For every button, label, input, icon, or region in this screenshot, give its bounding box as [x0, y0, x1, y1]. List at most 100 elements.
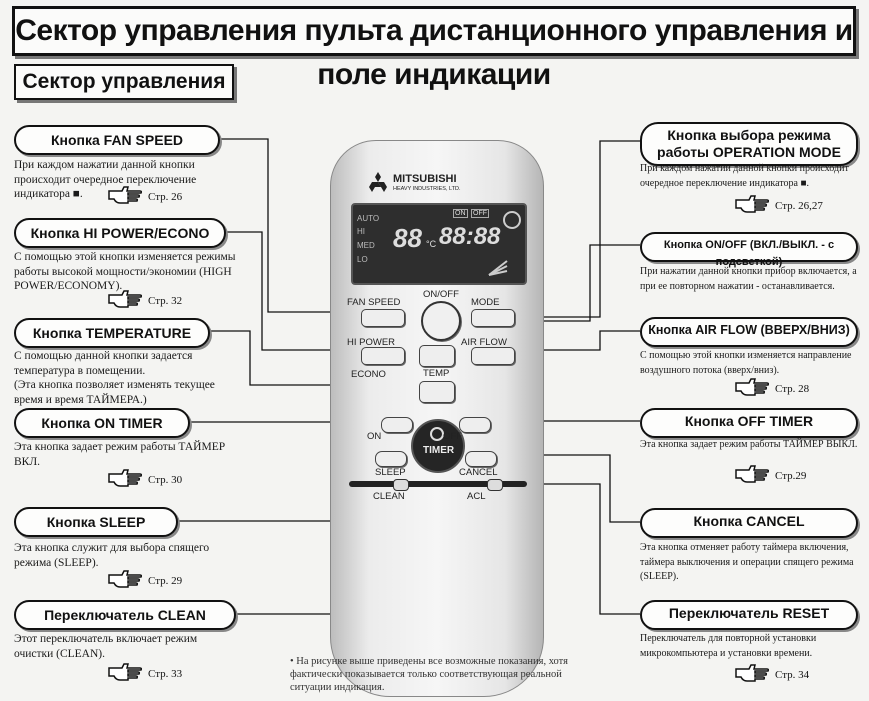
air-flow-description-text: С помощью этой кнопки изменяется направл…	[640, 350, 852, 376]
lcd-display: AUTO HI MED LO 88 °C 88:88 ON OFF	[351, 203, 527, 285]
off-timer-description: Эта кнопка задает режим работы ТАЙМЕР ВЫ…	[640, 438, 858, 453]
hi-power-econo-description-text: С помощью этой кнопки изменяется режимы …	[14, 251, 236, 292]
clean-description-text: Этот переключатель включает режим очистк…	[14, 633, 198, 660]
pointing-hand-icon	[108, 569, 143, 592]
switch-bar	[349, 481, 527, 487]
off-timer-heading: Кнопка OFF TIMER	[640, 408, 858, 438]
reset-description-text: Переключатель для повторной установки ми…	[640, 633, 817, 659]
temperature-description-note: (Эта кнопка позволяет изменять текущее в…	[14, 379, 215, 406]
clean-switch[interactable]	[393, 479, 409, 491]
off-timer-button[interactable]	[459, 417, 491, 433]
clock-icon	[430, 427, 444, 441]
on-off-heading: Кнопка ON/OFF (ВКЛ./ВЫКЛ. - с подсветкой…	[640, 232, 858, 268]
air-flow-description: С помощью этой кнопки изменяется направл…	[640, 349, 858, 378]
page-ref-text: Стр. 32	[148, 294, 183, 307]
hi-power-econo-page-ref: Стр. 32	[108, 289, 182, 312]
on-timer-label: ON	[367, 431, 382, 442]
airflow-fan-icon	[487, 257, 509, 277]
mitsubishi-logo-icon	[367, 171, 389, 193]
on-timer-description: Эта кнопка задает режим работы ТАЙМЕР ВК…	[14, 440, 236, 469]
lcd-mode-lo: LO	[357, 255, 368, 264]
onoff-button[interactable]	[421, 301, 461, 341]
fan-speed-description: При каждом нажатии данной кнопки происхо…	[14, 158, 236, 202]
page-ref-text: Стр.29	[775, 469, 807, 482]
footnote: • На рисунке выше приведены все возможны…	[290, 656, 568, 693]
reset-description: Переключатель для повторной установки ми…	[640, 632, 858, 661]
air-flow-heading: Кнопка AIR FLOW (ВВЕРХ/ВНИЗ)	[640, 317, 858, 347]
temperature-description: С помощью данной кнопки задается темпера…	[14, 349, 236, 407]
on-timer-heading: Кнопка ON TIMER	[14, 408, 190, 438]
operation-mode-heading: Кнопка выбора режима работы OPERATION MO…	[640, 122, 858, 166]
hi-power-econo-button[interactable]	[361, 347, 405, 365]
lcd-mode-auto: AUTO	[357, 214, 380, 223]
operation-mode-description-text: При каждом нажатии данной кнопки происхо…	[640, 163, 849, 189]
reset-switch[interactable]	[487, 479, 503, 491]
air-flow-button[interactable]	[471, 347, 515, 365]
pointing-hand-icon	[108, 289, 143, 312]
sleep-page-ref: Стр. 29	[108, 569, 182, 592]
lcd-temp-unit: °C	[426, 239, 437, 249]
fan-speed-page-ref: Стр. 26	[108, 185, 182, 208]
timer-dial[interactable]: TIMER	[411, 419, 465, 473]
brand-subtitle: HEAVY INDUSTRIES, LTD.	[393, 186, 461, 192]
page-ref-text: Стр. 28	[775, 382, 810, 395]
off-timer-description-text: Эта кнопка задает режим работы ТАЙМЕР ВЫ…	[640, 439, 858, 450]
on-timer-description-text: Эта кнопка задает режим работы ТАЙМЕР ВК…	[14, 441, 226, 468]
fan-speed-heading: Кнопка FAN SPEED	[14, 125, 220, 155]
pointing-hand-icon	[735, 663, 770, 686]
cancel-description-text: Эта кнопка отменяет работу таймера включ…	[640, 542, 854, 582]
mode-label: MODE	[471, 297, 500, 308]
pointing-hand-icon	[735, 194, 770, 217]
page-ref-text: Стр. 29	[148, 574, 183, 587]
mode-button[interactable]	[471, 309, 515, 327]
pointing-hand-icon	[108, 662, 143, 685]
air-flow-page-ref: Стр. 28	[735, 377, 809, 400]
hi-power-econo-description: С помощью этой кнопки изменяется режимы …	[14, 250, 236, 294]
cancel-heading: Кнопка CANCEL	[640, 508, 858, 538]
hi-power-label: HI POWER	[347, 337, 396, 348]
temp-label: TEMP	[423, 368, 450, 379]
off-timer-page-ref: Стр.29	[735, 464, 806, 487]
page-ref-text: Стр. 26	[148, 190, 183, 203]
page-ref-text: Стр. 30	[148, 473, 183, 486]
on-off-description-text: При нажатии данной кнопки прибор включае…	[640, 266, 857, 292]
pointing-hand-icon	[108, 185, 143, 208]
onoff-label: ON/OFF	[423, 289, 459, 300]
lcd-off-indicator: OFF	[471, 209, 489, 218]
reset-heading: Переключатель RESET	[640, 600, 858, 630]
air-flow-label: AIR FLOW	[461, 337, 507, 348]
operation-mode-page-ref: Стр. 26,27	[735, 194, 823, 217]
sleep-heading: Кнопка SLEEP	[14, 507, 178, 537]
lcd-on-indicator: ON	[453, 209, 468, 218]
lcd-mode-icon	[503, 211, 521, 229]
on-off-description: При нажатии данной кнопки прибор включае…	[640, 265, 858, 294]
acl-label: ACL	[467, 491, 486, 502]
fan-speed-button[interactable]	[361, 309, 405, 327]
lcd-mode-med: MED	[357, 241, 375, 250]
lcd-time-digits: 88:88	[439, 223, 501, 250]
econo-label: ECONO	[351, 369, 386, 380]
remote-control: MITSUBISHI HEAVY INDUSTRIES, LTD. AUTO H…	[330, 140, 544, 697]
pointing-hand-icon	[735, 464, 770, 487]
on-timer-button[interactable]	[381, 417, 413, 433]
cancel-label: CANCEL	[459, 467, 498, 478]
off-timer-label: OFF	[443, 431, 462, 442]
pointing-hand-icon	[735, 377, 770, 400]
clean-page-ref: Стр. 33	[108, 662, 182, 685]
temp-up-button[interactable]	[419, 345, 455, 367]
timer-label: TIMER	[423, 445, 455, 456]
reset-page-ref: Стр. 34	[735, 663, 809, 686]
lcd-temp-digits: 88	[393, 223, 422, 253]
lcd-mode-hi: HI	[357, 227, 365, 236]
cancel-description: Эта кнопка отменяет работу таймера включ…	[640, 541, 858, 585]
sleep-button[interactable]	[375, 451, 407, 467]
clean-heading: Переключатель CLEAN	[14, 600, 236, 630]
fan-speed-description-text: При каждом нажатии данной кнопки происхо…	[14, 159, 197, 200]
page-ref-text: Стр. 26,27	[775, 199, 823, 212]
fan-speed-label: FAN SPEED	[347, 297, 401, 308]
sleep-description-text: Эта кнопка служит для выбора спящего реж…	[14, 542, 210, 569]
clean-label: CLEAN	[373, 491, 405, 502]
brand-name: MITSUBISHI	[393, 173, 457, 185]
temp-down-button[interactable]	[419, 381, 455, 403]
cancel-button[interactable]	[465, 451, 497, 467]
